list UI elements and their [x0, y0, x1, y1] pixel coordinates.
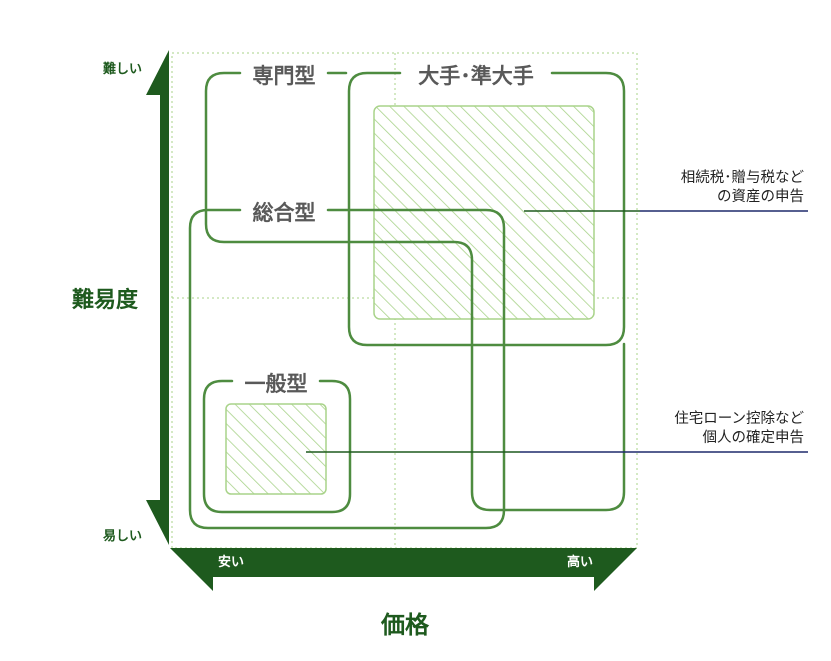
horizontal-axis-title: 価格 [380, 611, 430, 639]
standard-outline [202, 379, 352, 514]
group-label-major: 大手･準大手 [418, 64, 534, 88]
asset-callout-line2: の資産の申告 [717, 188, 804, 205]
major-outline [347, 71, 626, 347]
vertical-axis-title: 難易度 [72, 287, 139, 313]
group-label-specialist: 専門型 [253, 64, 316, 88]
vertical-axis-arrow [146, 50, 169, 545]
horizontal-axis-arrow [170, 548, 637, 591]
asset-callout-line1: 相続税･贈与税など [681, 169, 805, 186]
horizontal-axis-left-label: 安い [218, 554, 244, 570]
general-outline [188, 208, 506, 530]
group-label-standard: 一般型 [245, 372, 308, 396]
specialist-outline [204, 71, 626, 512]
group-label-general: 総合型 [253, 201, 316, 225]
personal-callout-line1: 住宅ローン控除など [674, 410, 804, 427]
vertical-axis-top-label: 難しい [103, 61, 142, 77]
personal-filing-hatch [225, 403, 327, 495]
personal-callout-line2: 個人の確定申告 [703, 429, 805, 446]
horizontal-axis-right-label: 高い [567, 554, 593, 570]
asset-filing-hatch [373, 105, 595, 320]
vertical-axis-bottom-label: 易しい [103, 529, 142, 544]
